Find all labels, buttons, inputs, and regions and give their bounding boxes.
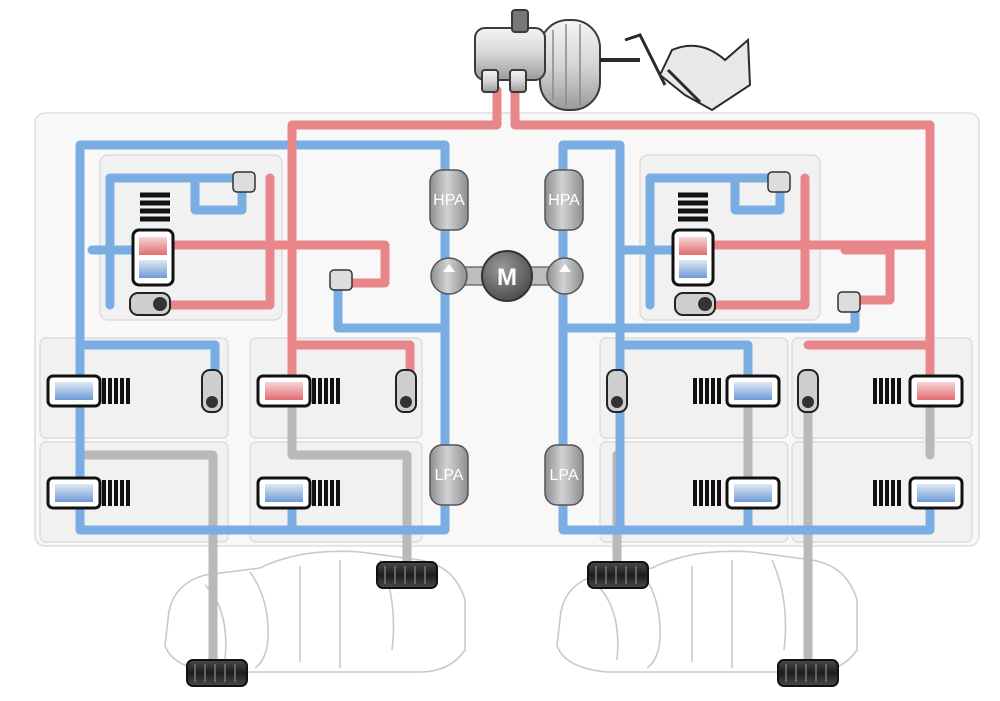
master-cylinder-icon	[474, 9, 546, 93]
accumulator-icon: HPA	[429, 169, 469, 231]
inlet-outlet-valves	[46, 369, 964, 510]
lpa-right-label: LPA	[549, 467, 578, 484]
panel-left-outlet-a	[39, 441, 229, 543]
check-valve-icon	[232, 171, 256, 193]
panel-left-inlet-a	[39, 337, 229, 439]
solenoid-valve-icon	[256, 374, 340, 408]
solenoid-valve-icon	[46, 476, 130, 510]
solenoid-valve-icon	[873, 476, 964, 510]
hpa-right-label: HPA	[548, 192, 580, 209]
hpa-left-label: HPA	[433, 192, 465, 209]
tire-icon	[777, 659, 839, 687]
solenoid-valve-icon	[131, 192, 175, 287]
check-valve-icon	[674, 292, 716, 316]
pump-icon	[430, 257, 584, 295]
check-valve-icon	[606, 369, 628, 413]
accumulator-icon: LPA	[429, 444, 469, 506]
solenoid-valve-icon	[693, 476, 781, 510]
check-valve-icon	[767, 171, 791, 193]
solenoid-valve-icon	[46, 374, 130, 408]
check-valve-icon	[201, 369, 223, 413]
tire-icon	[186, 659, 248, 687]
check-valve-icon	[329, 269, 353, 291]
solenoid-valve-icon	[693, 374, 781, 408]
lpa-left-label: LPA	[434, 467, 463, 484]
accumulator-icon: HPA	[544, 169, 584, 231]
primary-circuit-lines	[155, 85, 935, 385]
motor-label: M	[497, 264, 517, 291]
tire-icon	[376, 561, 438, 589]
check-valve-icon	[797, 369, 819, 413]
check-valve-icon	[129, 292, 171, 316]
foot-pedal-icon	[600, 33, 752, 112]
brake-booster-icon	[539, 19, 601, 111]
tire-icon	[587, 561, 649, 589]
solenoid-valve-icon	[873, 374, 964, 408]
check-valve-icon	[395, 369, 417, 413]
solenoid-valve-icon	[256, 476, 340, 510]
accumulator-icon: LPA	[544, 444, 584, 506]
motor-icon: M	[481, 250, 533, 302]
solenoid-valve-icon	[671, 192, 715, 287]
check-valve-icon	[837, 291, 861, 313]
